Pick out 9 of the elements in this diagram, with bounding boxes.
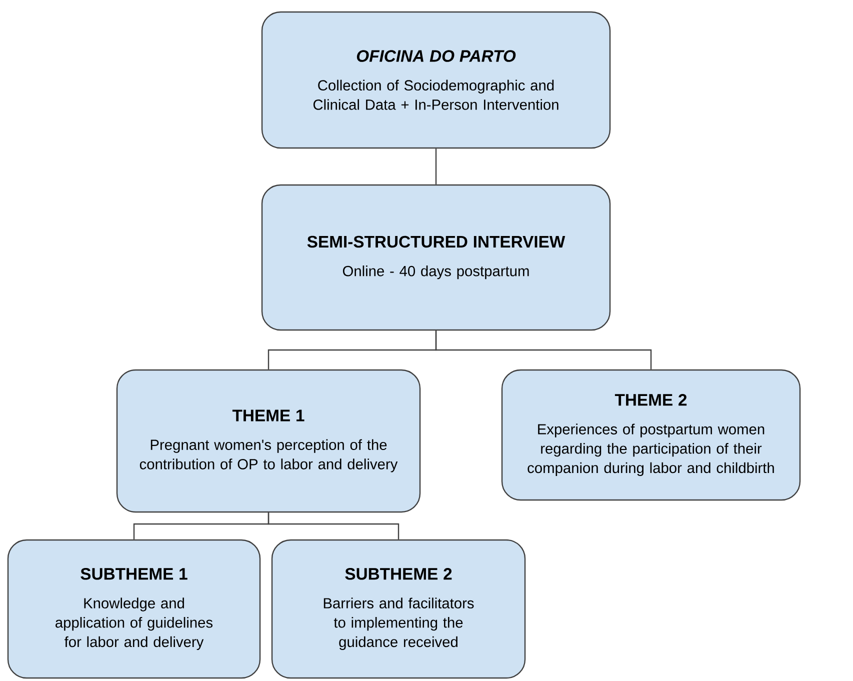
theme-box: THEME 2 Experiences of postpartum women regarding the participation of their companion during labor and childbirth bbox=[501, 369, 801, 501]
theme-box: SUBTHEME 2 Barriers and facilitators to implementing the guidance received bbox=[271, 539, 526, 679]
theme-box: THEME 1 Pregnant women's perception of the contribution of OP to labor and delivery bbox=[116, 369, 421, 513]
theme-box: OFICINA DO PARTO Collection of Sociodemographic and Clinical Data + In-Person Intervention bbox=[261, 11, 611, 149]
connector-line bbox=[435, 330, 652, 370]
theme-box: SEMI-STRUCTURED INTERVIEW Online - 40 days postpartum bbox=[261, 184, 611, 331]
connector-line bbox=[435, 148, 437, 184]
theme-box: SUBTHEME 1 Knowledge and application of guidelines for labor and delivery bbox=[7, 539, 261, 679]
connector-line bbox=[268, 512, 400, 540]
